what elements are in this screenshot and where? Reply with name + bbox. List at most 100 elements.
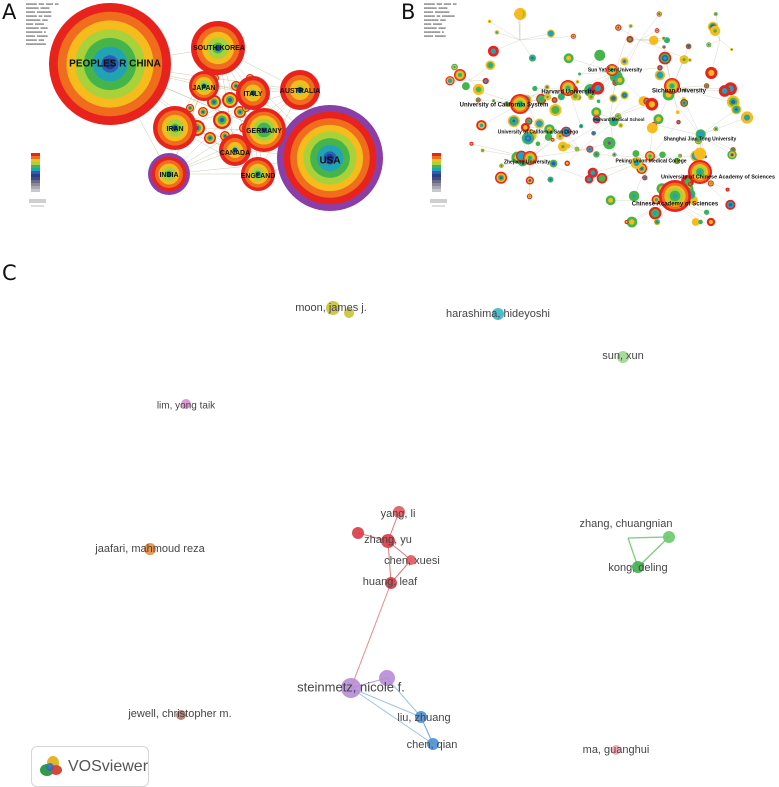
institution-node [695, 129, 706, 140]
country-node-south-korea [191, 21, 245, 75]
institution-node [591, 130, 596, 136]
institution-node [536, 93, 547, 105]
legend-swatch [432, 162, 441, 165]
institution-link [644, 157, 651, 178]
author-label-ma-guanghui: ma, guanghui [583, 744, 650, 756]
institution-node [653, 218, 661, 226]
institution-node [727, 150, 737, 160]
institution-link [618, 27, 641, 41]
country-node-italy [236, 76, 270, 110]
institution-hub-node [454, 69, 466, 81]
institution-node [605, 195, 616, 206]
institution-link [699, 109, 737, 136]
author-label-lim-yong-taik: lim, yong taik [157, 401, 216, 412]
panel-a-settings-block: ▬▬▬▬▬▬ ▬▬▬ ▬▬▬▬ ▬▬ ▬▬▬▬▬▬▬ ▬▬▬▬▬ ▬▬▬▬▬ ▬… [26, 2, 59, 46]
institution-node [495, 171, 508, 184]
legend-swatch [31, 189, 40, 192]
panel-c-nodes [144, 301, 675, 755]
institution-node [725, 199, 736, 210]
country-label-england: ENGLAND [241, 173, 276, 180]
institution-node [642, 175, 648, 181]
institution-node [476, 120, 487, 131]
institution-label-university-of-chinese-academy-of-sciences: University of Chinese Academy of Science… [661, 174, 775, 180]
institution-node [544, 124, 555, 135]
institution-node [620, 91, 629, 100]
country-node-india [148, 153, 190, 195]
legend-swatch [31, 162, 40, 165]
country-node-japan [189, 71, 219, 101]
author-node-jewell-christopher-m [176, 710, 186, 720]
author-node-sun-xun [617, 351, 629, 363]
panel-b-color-legend [430, 153, 447, 207]
institution-node [648, 206, 662, 220]
institution-label-harvard-university: Harvard University [541, 90, 595, 96]
institution-node [591, 81, 605, 95]
institution-link [519, 33, 551, 41]
institution-link [671, 87, 725, 92]
institution-node [645, 97, 659, 111]
institution-hub-node [645, 151, 655, 161]
country-label-canada: CANADA [220, 150, 250, 157]
author-label-sun-xun: sun, xun [602, 350, 644, 362]
institution-node [651, 194, 662, 205]
institution-node [578, 72, 582, 76]
panel-b-nodes [445, 7, 754, 228]
institution-node [535, 141, 541, 147]
institution-link [529, 157, 590, 180]
legend-caption-bar [29, 199, 46, 203]
country-node-canada [219, 134, 251, 166]
country-label-usa: USA [319, 156, 340, 167]
legend-swatch [432, 156, 441, 159]
institution-node [658, 51, 672, 65]
institution-node [628, 190, 640, 202]
institution-link [649, 155, 697, 159]
author-node-chen-xuesi [406, 555, 416, 565]
author-label-chen-qian: chen, qian [407, 739, 458, 751]
author-node-steinmetz-nicole-f [341, 678, 361, 698]
institution-node [636, 163, 648, 174]
institution-link [609, 95, 625, 119]
legend-swatch [31, 156, 40, 159]
institution-link [519, 36, 574, 41]
author-label-yang-li: yang, li [381, 508, 416, 520]
author-node-secondary [379, 670, 395, 686]
institution-link [671, 87, 734, 103]
institution-node [626, 35, 634, 43]
institution-node [603, 136, 616, 150]
author-node-liu-zhuang [415, 711, 427, 723]
institution-node [520, 122, 530, 132]
institution-node [628, 23, 633, 29]
institution-link [519, 39, 533, 59]
institution-node [682, 88, 687, 92]
institution-node [688, 58, 692, 62]
institution-node [544, 84, 550, 90]
institution-node [730, 47, 734, 51]
author-node-yang-li [393, 506, 405, 518]
legend-swatch [31, 177, 40, 180]
author-node-huang-leaf [385, 577, 397, 589]
institution-node [528, 54, 537, 62]
country-node-australia [280, 70, 320, 110]
author-link [387, 540, 392, 584]
legend-swatch [31, 183, 40, 186]
institution-node [656, 11, 662, 17]
institution-node [679, 55, 689, 65]
institution-link [699, 134, 733, 155]
institution-node [591, 107, 602, 118]
institution-node [654, 28, 660, 33]
country-node-germany [242, 108, 286, 152]
author-node-jaafari-mahmoud-reza [144, 543, 156, 555]
institution-link [567, 149, 581, 164]
institution-node [505, 102, 511, 108]
institution-node [659, 151, 666, 158]
institution-link [573, 71, 616, 91]
author-node-harashima-hideyoshi [492, 308, 504, 320]
legend-swatch [432, 165, 441, 168]
institution-node [587, 93, 595, 101]
author-label-zhang-chuangnian: zhang, chuangnian [580, 518, 673, 530]
author-node-secondary [344, 308, 354, 318]
legend-caption-bar [432, 205, 445, 207]
institution-node [557, 141, 568, 152]
